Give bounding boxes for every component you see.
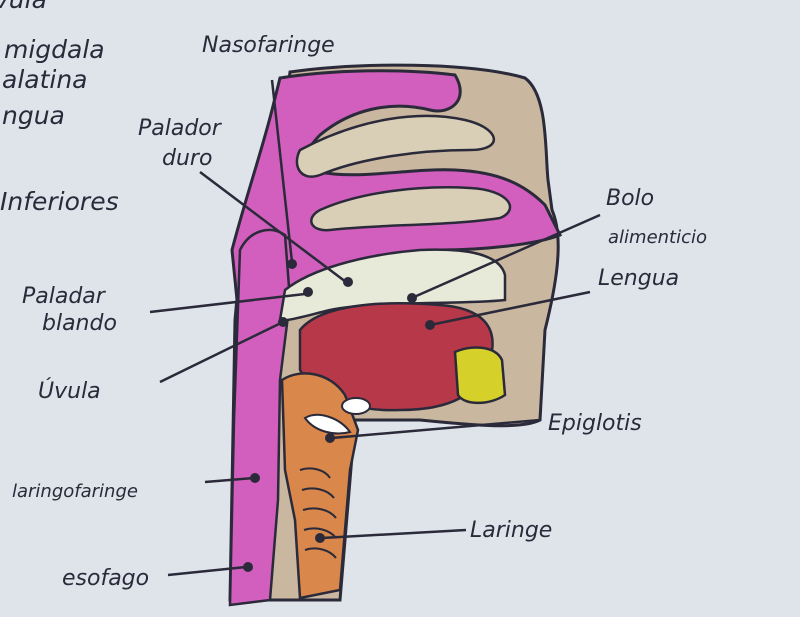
label-epiglotis: Epiglotis	[548, 411, 642, 436]
hyoid-patch	[455, 347, 505, 402]
label-paladar-blando-2: blando	[42, 311, 117, 336]
side-note-uvula: vula	[0, 0, 47, 14]
label-paladar-duro-1: Palador	[138, 116, 223, 141]
label-bolo-1: Bolo	[606, 186, 654, 211]
epiglottis-shape	[342, 398, 370, 414]
label-laringe: Laringe	[470, 518, 552, 543]
side-note-lengua: ngua	[2, 101, 65, 130]
label-paladar-duro-2: duro	[162, 146, 212, 171]
label-esofago: esofago	[62, 566, 149, 591]
label-laringofaringe: laringofaringe	[12, 481, 138, 502]
label-bolo-2: alimenticio	[608, 227, 707, 248]
side-note-palatina: alatina	[2, 65, 88, 94]
label-nasofaringe: Nasofaringe	[202, 33, 335, 58]
side-note-amigdala: migdala	[4, 35, 105, 64]
label-uvula: Úvula	[38, 378, 101, 404]
label-lengua: Lengua	[598, 266, 679, 291]
side-note-inferiores: Inferiores	[0, 187, 119, 216]
label-paladar-blando-1: Paladar	[22, 284, 107, 309]
